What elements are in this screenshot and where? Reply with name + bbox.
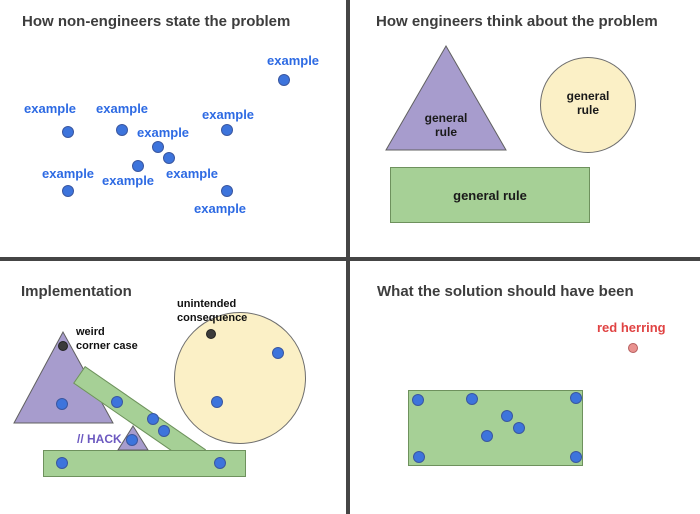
example-dot	[221, 185, 233, 197]
example-dot	[62, 185, 74, 197]
example-label: example	[137, 125, 190, 140]
example-label: example	[166, 166, 219, 181]
red-herring-label: red herring	[597, 320, 666, 335]
horizontal-divider	[0, 257, 700, 261]
unintended-consequence-label: unintended consequence	[177, 298, 248, 324]
implementation-dot	[272, 347, 284, 359]
implementation-bottom-rectangle	[43, 450, 246, 477]
q1-title: How non-engineers state the problem	[22, 13, 291, 30]
example-dot	[116, 124, 128, 136]
example-label: example	[102, 173, 155, 188]
hack-comment-label: // HACK	[77, 432, 122, 446]
solution-dot	[466, 393, 478, 405]
implementation-dot	[111, 396, 123, 408]
example-label: example	[267, 53, 320, 68]
example-label: example	[96, 101, 149, 116]
example-dot	[163, 152, 175, 164]
solution-rectangle	[408, 390, 583, 466]
example-dot	[62, 126, 74, 138]
weird-corner-case-label: weird corner case	[76, 326, 138, 352]
example-dot	[132, 160, 144, 172]
example-dot	[278, 74, 290, 86]
unintended-consequence-dot	[206, 329, 216, 339]
implementation-dot	[56, 457, 68, 469]
circle-rule-label: general rule	[566, 89, 610, 117]
example-label: example	[194, 201, 247, 216]
implementation-dot	[147, 413, 159, 425]
general-rule-rectangle	[390, 167, 590, 223]
solution-dot	[513, 422, 525, 434]
solution-dot	[570, 392, 582, 404]
implementation-dot	[158, 425, 170, 437]
solution-dot	[412, 394, 424, 406]
red-herring-dot	[628, 343, 638, 353]
rectangle-rule-label: general rule	[453, 188, 527, 203]
q3-title: Implementation	[21, 283, 132, 300]
implementation-dot	[126, 434, 138, 446]
weird-corner-case-dot	[58, 341, 68, 351]
triangle-rule-label: general rule	[424, 111, 468, 139]
solution-dot	[413, 451, 425, 463]
solution-dot	[570, 451, 582, 463]
general-rule-circle	[540, 57, 636, 153]
solution-dot	[481, 430, 493, 442]
implementation-dot	[211, 396, 223, 408]
unintended-consequence-circle	[174, 312, 306, 444]
solution-dot	[501, 410, 513, 422]
implementation-dot	[214, 457, 226, 469]
example-label: example	[202, 107, 255, 122]
implementation-dot	[56, 398, 68, 410]
example-dot	[221, 124, 233, 136]
example-dot	[152, 141, 164, 153]
example-label: example	[42, 166, 95, 181]
q2-title: How engineers think about the problem	[376, 13, 658, 30]
q4-title: What the solution should have been	[377, 283, 634, 300]
example-label: example	[24, 101, 77, 116]
